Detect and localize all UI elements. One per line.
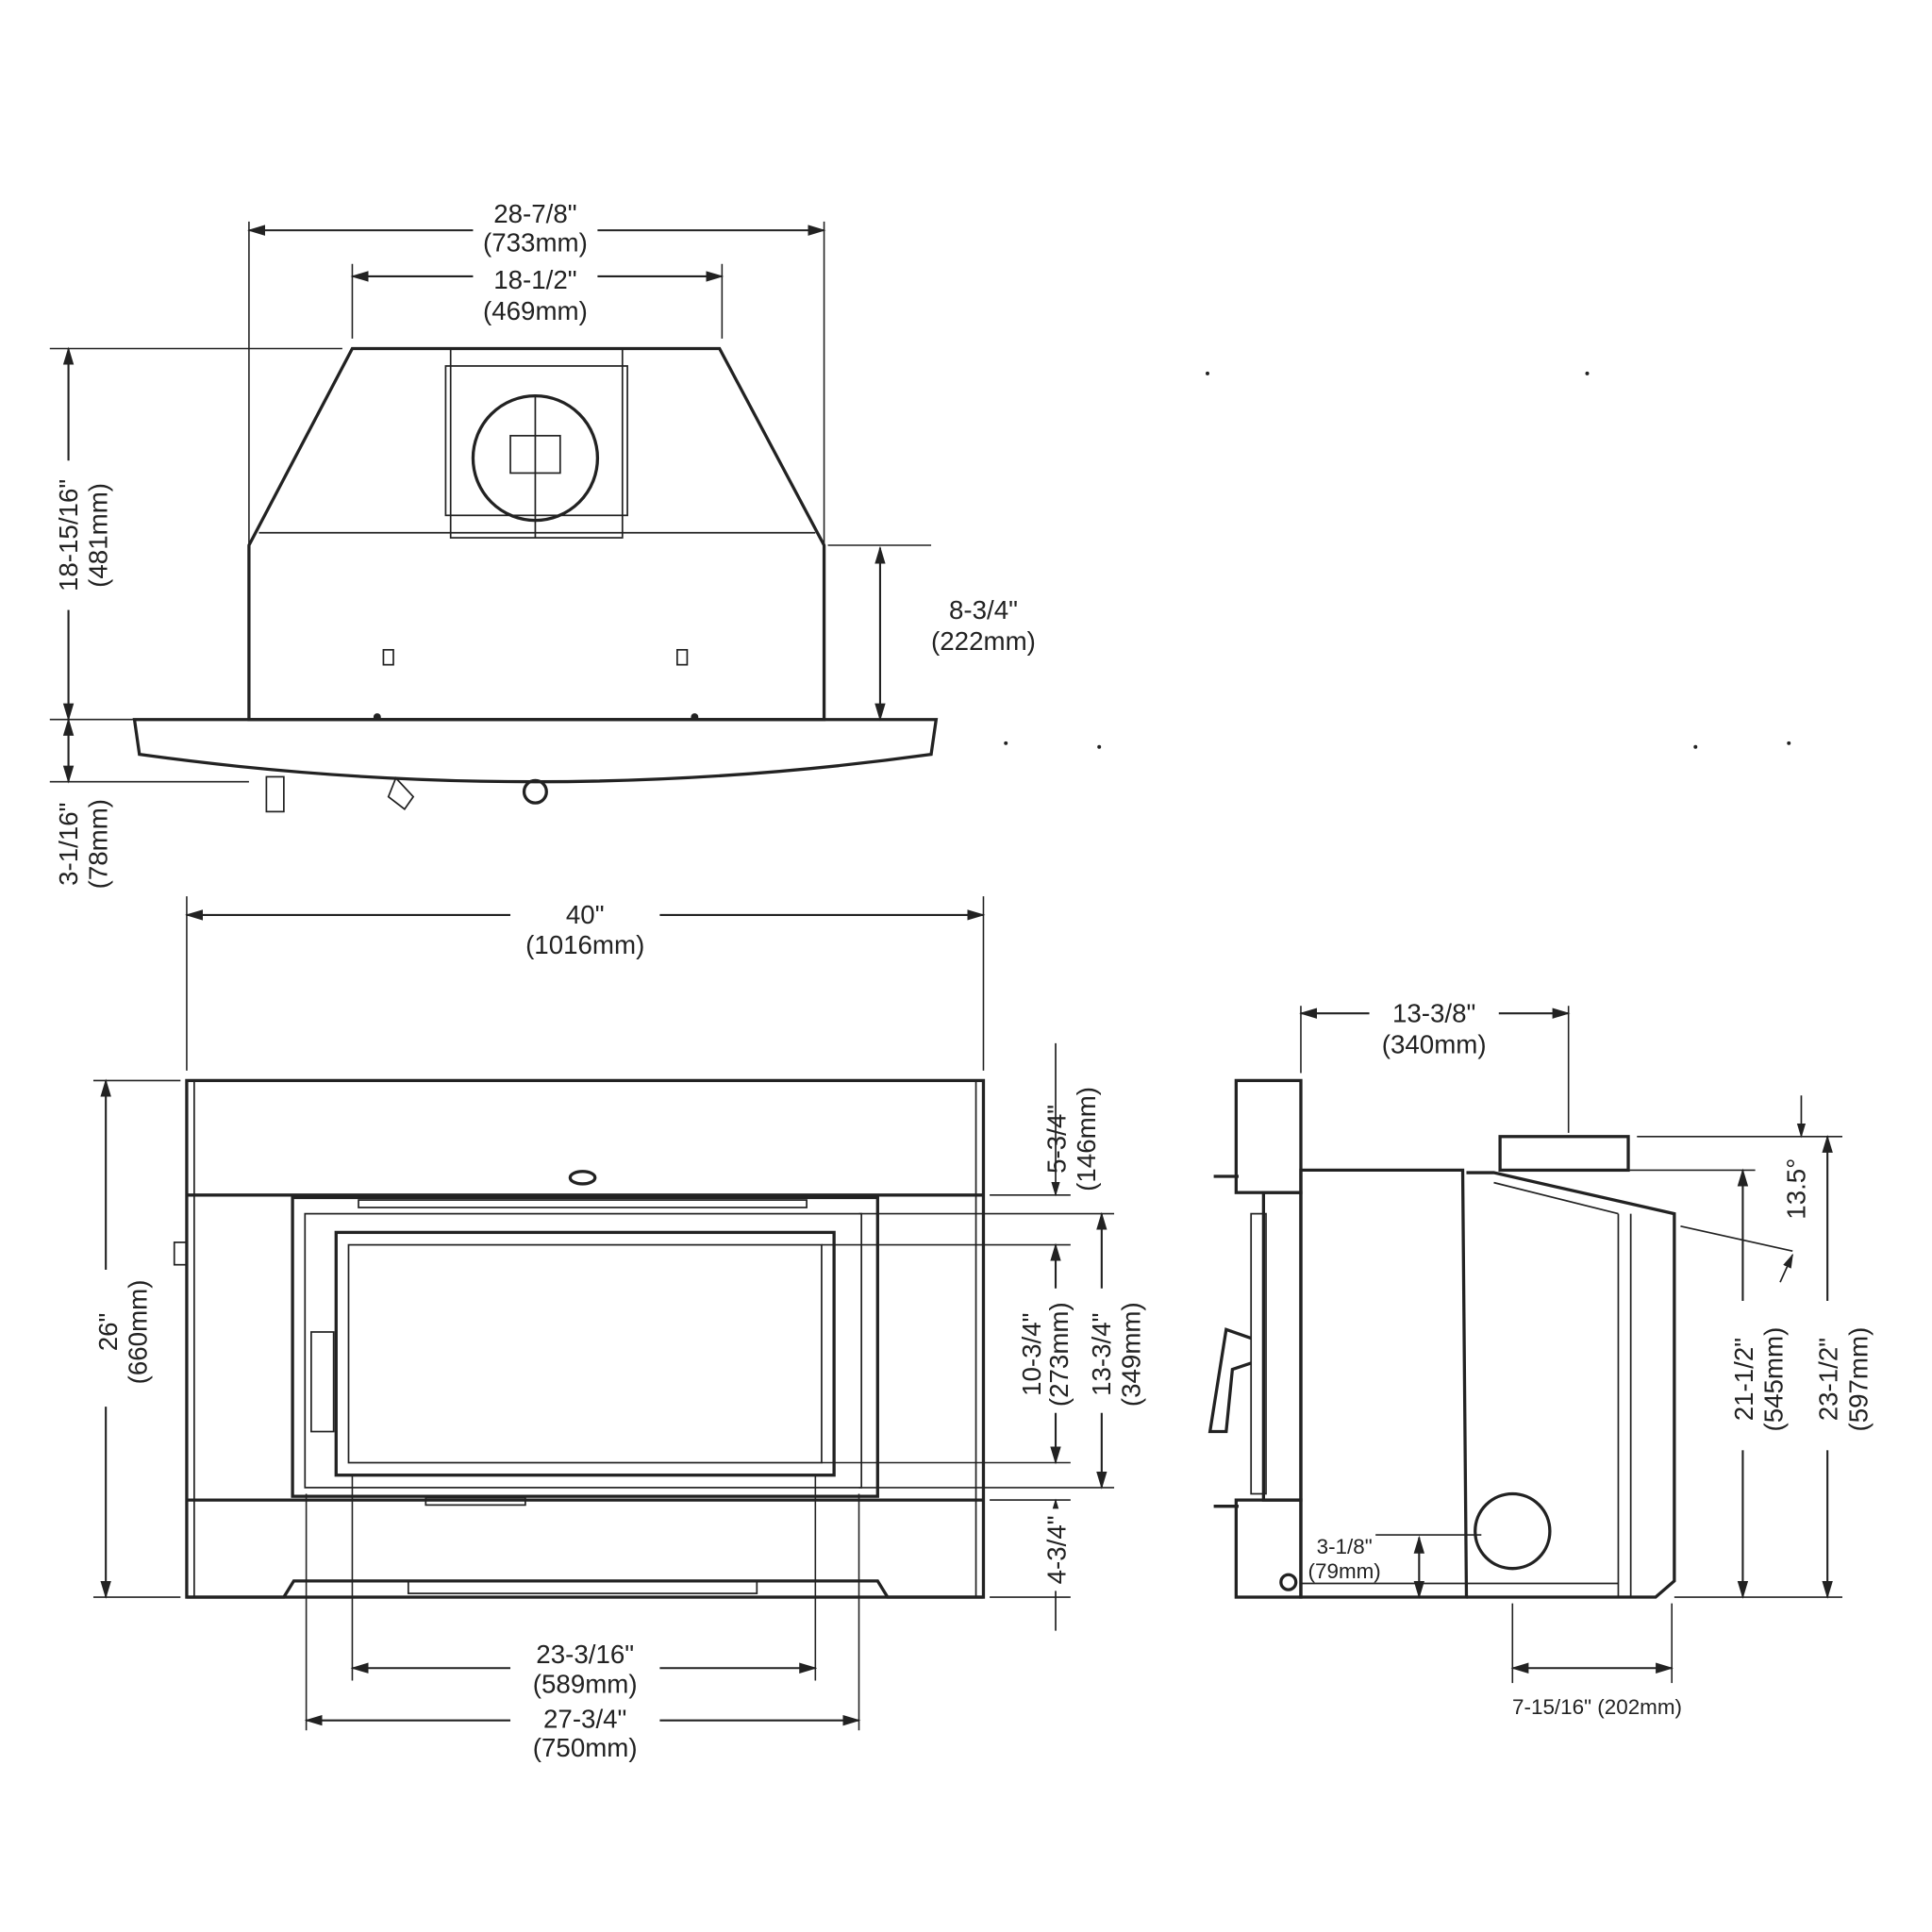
dim-depth-in: 18-15/16" (54, 479, 83, 591)
dim-rear-width-mm: (469mm) (483, 296, 588, 325)
dim-top-band-in: 5-3/4" (1042, 1105, 1072, 1174)
dim-side-depth-in: 13-3/8" (1392, 998, 1475, 1027)
dim-faceplate-depth-in: 3-1/16" (54, 802, 83, 885)
dim-glass-width-mm: (589mm) (533, 1670, 638, 1699)
dim-overall-width-in: 28-7/8" (493, 199, 576, 228)
dim-rear-width-in: 18-1/2" (493, 265, 576, 294)
dim-door-height-mm: (349mm) (1117, 1302, 1146, 1407)
side-view-body (1208, 1078, 1676, 1599)
top-view: 28-7/8" (733mm) 18-1/2" (469mm) 18-15/16… (49, 199, 1791, 889)
dim-faceplate-depth-mm: (78mm) (83, 799, 112, 889)
dim-front-width-mm: (1016mm) (525, 930, 644, 959)
dim-bottom-band-in: 4-3/4" (1042, 1515, 1072, 1584)
dim-door-height-in: 13-3/4" (1087, 1313, 1116, 1396)
dim-side-depth-in: 8-3/4" (949, 595, 1018, 625)
dim-side-height-in: 23-1/2" (1814, 1338, 1843, 1421)
dim-overall-width-mm: (733mm) (483, 228, 588, 258)
dim-glass-width-in: 23-3/16" (536, 1640, 634, 1669)
dim-front-width-in: 40" (566, 900, 605, 929)
front-view: 40" (1016mm) 26" (660mm) 5-3/4" (146mm) … (87, 896, 1146, 1766)
dim-depth-mm: (481mm) (83, 483, 112, 588)
dim-inlet-height-in: 3-1/8" (1317, 1535, 1373, 1558)
dim-angle: 13.5° (1781, 1158, 1810, 1220)
dim-top-band-mm: (146mm) (1072, 1087, 1101, 1191)
dim-front-height-in: 26" (93, 1313, 123, 1352)
dim-side-height-mm: (597mm) (1843, 1327, 1873, 1432)
dim-door-width-mm: (750mm) (533, 1733, 638, 1762)
front-view-body (173, 1078, 986, 1599)
top-view-body (132, 346, 939, 813)
dim-glass-height-in: 10-3/4" (1017, 1313, 1046, 1396)
dim-inlet-height-mm: (79mm) (1308, 1559, 1381, 1583)
dim-inlet-offset: 7-15/16" (202mm) (1512, 1695, 1682, 1719)
dim-side-depth-mm: (222mm) (931, 626, 1036, 656)
dim-rear-height-mm: (545mm) (1759, 1327, 1789, 1432)
dim-side-depth-mm: (340mm) (1382, 1029, 1487, 1058)
dim-glass-height-mm: (273mm) (1044, 1302, 1074, 1407)
dim-door-width-in: 27-3/4" (543, 1705, 626, 1734)
dim-rear-height-in: 21-1/2" (1729, 1338, 1758, 1421)
dim-front-height-mm: (660mm) (124, 1280, 153, 1385)
side-view: 13-3/8" (340mm) 13.5° 21-1/2" (545mm) 23… (1208, 995, 1883, 1719)
